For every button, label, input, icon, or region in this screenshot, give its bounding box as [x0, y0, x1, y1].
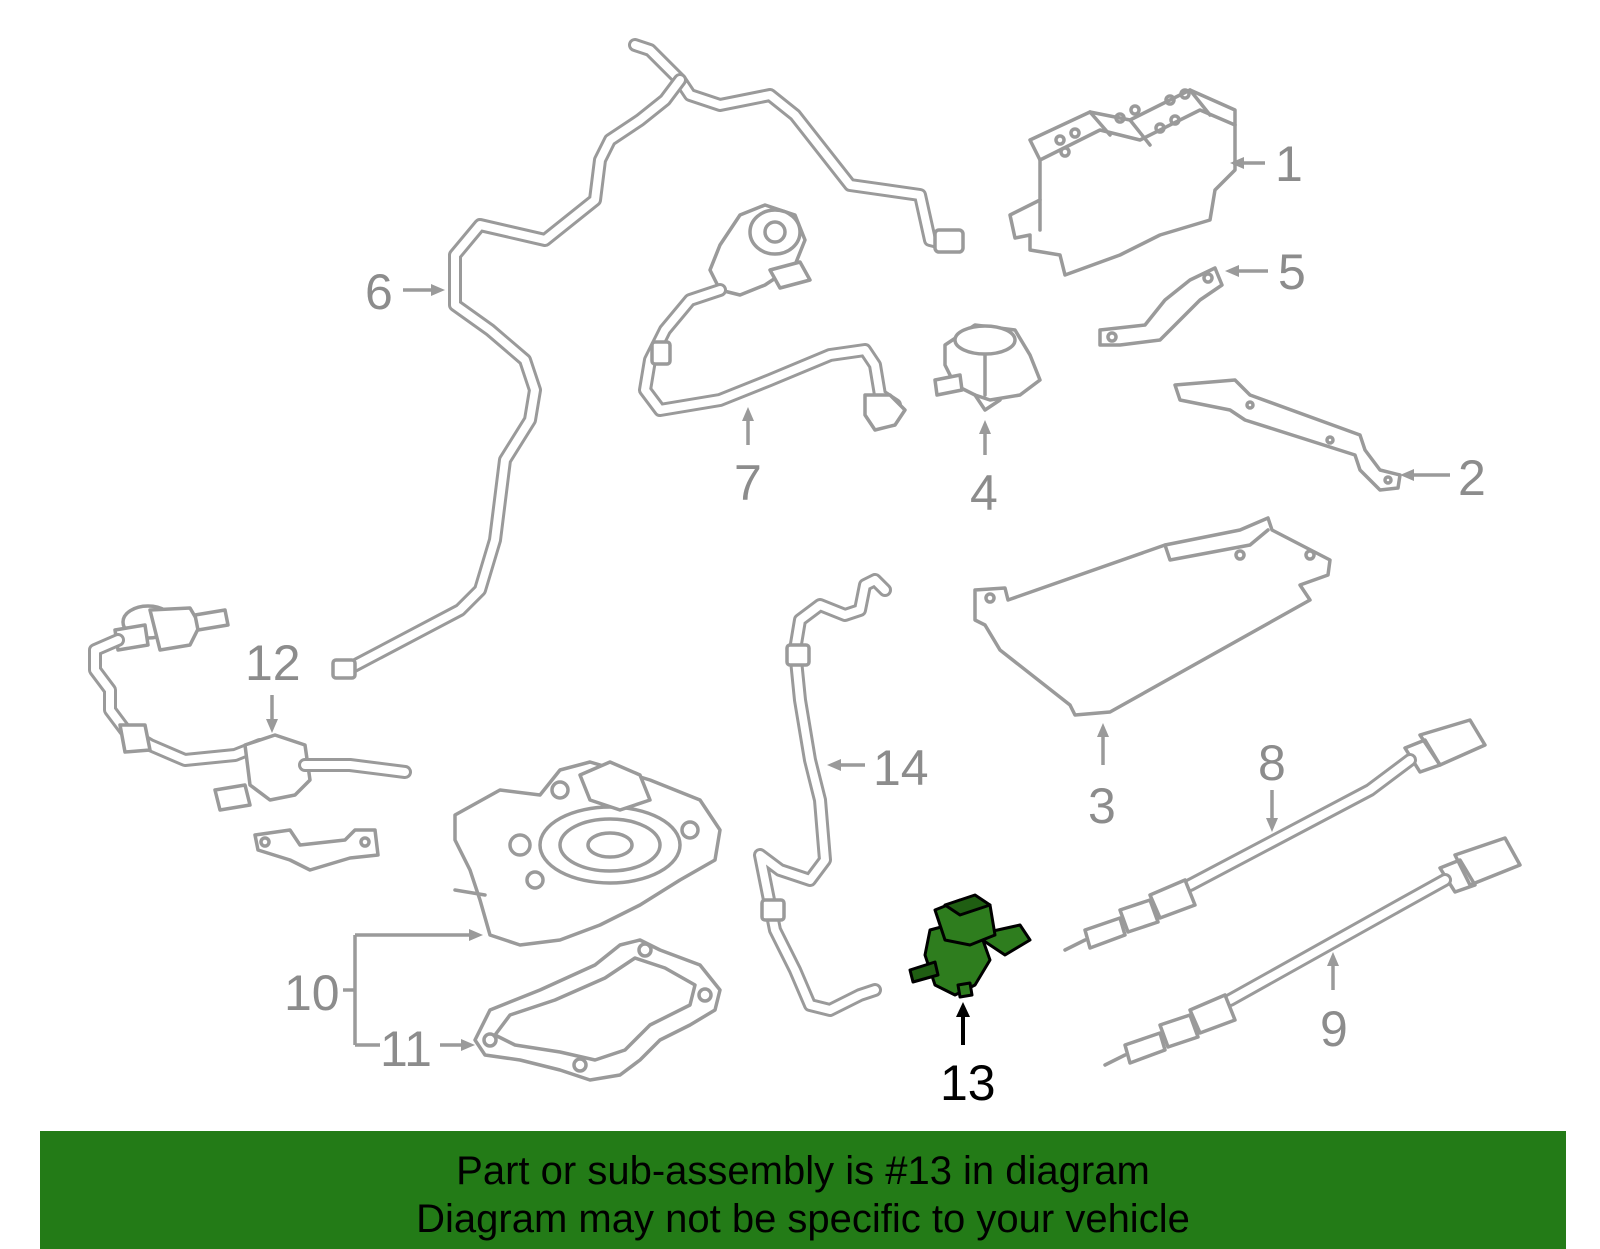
part-11-gasket[interactable]	[473, 938, 722, 1082]
part-4-valve[interactable]	[933, 323, 1042, 412]
callout-13: 13	[940, 1002, 996, 1111]
banner-line-2: Diagram may not be specific to your vehi…	[416, 1197, 1190, 1241]
callout-4-label: 4	[970, 465, 998, 521]
part-2-bracket[interactable]	[1173, 378, 1402, 492]
part-8-sensor[interactable]	[1063, 718, 1487, 952]
callout-13-label: 13	[940, 1055, 996, 1111]
callout-3-label: 3	[1088, 778, 1116, 834]
callout-14-label: 14	[873, 740, 929, 796]
callout-9: 9	[1320, 952, 1348, 1057]
callout-10-11: 10 11	[284, 929, 483, 1077]
callout-9-label: 9	[1320, 1001, 1348, 1057]
part-12-valve-hose[interactable]	[88, 604, 412, 872]
callout-6: 6	[365, 264, 445, 320]
callout-8: 8	[1258, 735, 1286, 832]
banner-line-1: Part or sub-assembly is #13 in diagram	[456, 1149, 1150, 1193]
part-9-sensor[interactable]	[1103, 836, 1522, 1067]
callout-5: 5	[1225, 244, 1306, 300]
callout-2: 2	[1400, 450, 1486, 506]
callout-1-label: 1	[1275, 136, 1303, 192]
exploded-parts-diagram: 1 5 2	[88, 38, 1522, 1111]
callout-10-label: 10	[284, 965, 340, 1021]
callout-11-label: 11	[380, 1021, 432, 1077]
callout-3: 3	[1088, 723, 1116, 834]
part-6-hose[interactable]	[331, 38, 965, 680]
callout-12: 12	[245, 635, 301, 733]
callout-14: 14	[827, 740, 929, 796]
callout-2-label: 2	[1458, 450, 1486, 506]
callout-7-label: 7	[734, 455, 762, 511]
callout-7: 7	[734, 407, 762, 511]
part-3-shield[interactable]	[973, 516, 1332, 717]
part-14-vacuum-line[interactable]	[753, 573, 892, 1017]
part-5-bracket[interactable]	[1098, 266, 1224, 347]
callout-6-label: 6	[365, 264, 393, 320]
callout-4: 4	[970, 420, 998, 521]
part-13-solenoid-highlighted[interactable]	[908, 893, 1032, 999]
part-1-canister[interactable]	[1008, 88, 1237, 277]
part-7-hose[interactable]	[638, 203, 907, 432]
info-banner: Part or sub-assembly is #13 in diagram D…	[40, 1131, 1566, 1249]
callout-5-label: 5	[1278, 244, 1306, 300]
part-10-module[interactable]	[453, 760, 722, 947]
callout-12-label: 12	[245, 635, 301, 691]
callout-8-label: 8	[1258, 735, 1286, 791]
callout-1: 1	[1230, 136, 1303, 192]
